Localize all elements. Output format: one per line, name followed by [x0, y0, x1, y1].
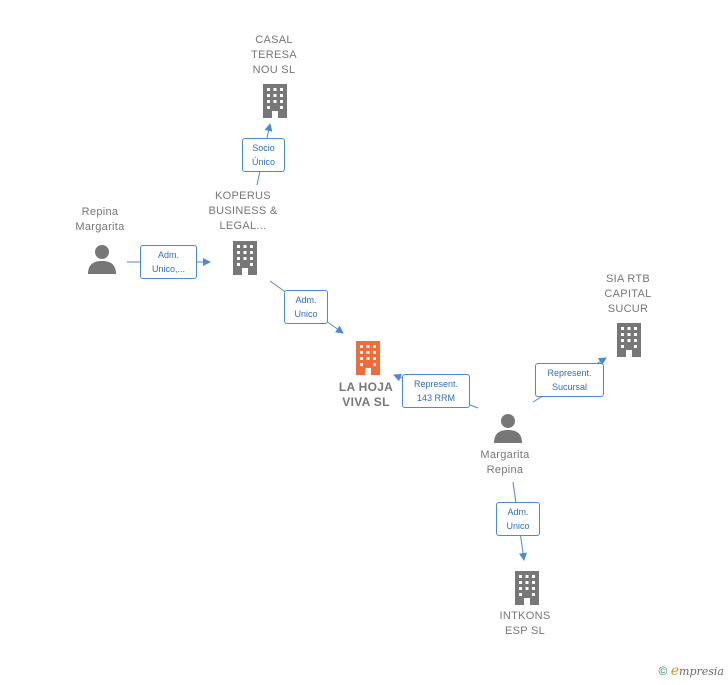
brand-logo-text: mpresia: [679, 665, 724, 678]
edge-label-socio-unico[interactable]: Socio Único: [242, 138, 285, 172]
edge-label-adm-unico-koperus[interactable]: Adm. Unico: [284, 290, 328, 324]
building-icon[interactable]: [353, 340, 383, 376]
building-icon[interactable]: [512, 570, 542, 606]
edge-label-represent-sucursal[interactable]: Represent. Sucursal: [535, 363, 604, 397]
sia-label: SIA RTB CAPITAL SUCUR: [604, 273, 652, 315]
edge-label-adm-unico-repina[interactable]: Adm. Unico,...: [140, 245, 197, 279]
building-icon[interactable]: [260, 83, 290, 119]
building-icon[interactable]: [614, 322, 644, 358]
edge-label-represent-143[interactable]: Represent. 143 RRM: [402, 374, 470, 408]
casal-label: CASAL TERESA NOU SL: [251, 34, 297, 76]
intkons-label: INTKONS ESP SL: [499, 610, 551, 637]
person-icon[interactable]: [87, 243, 117, 275]
margarita-label: Margarita Repina: [480, 449, 530, 476]
person-icon[interactable]: [493, 412, 523, 444]
edge-label-adm-unico-intkons[interactable]: Adm. Unico: [496, 502, 540, 536]
lahoja-label: LA HOJA VIVA SL: [338, 380, 394, 409]
building-icon[interactable]: [230, 240, 260, 276]
brand-logo-initial: e: [670, 663, 680, 679]
koperus-label: KOPERUS BUSINESS & LEGAL...: [208, 190, 278, 232]
brand-footer: © empresia: [659, 663, 724, 679]
repina-label: Repina Margarita: [75, 206, 125, 233]
copyright-icon: ©: [658, 664, 668, 678]
